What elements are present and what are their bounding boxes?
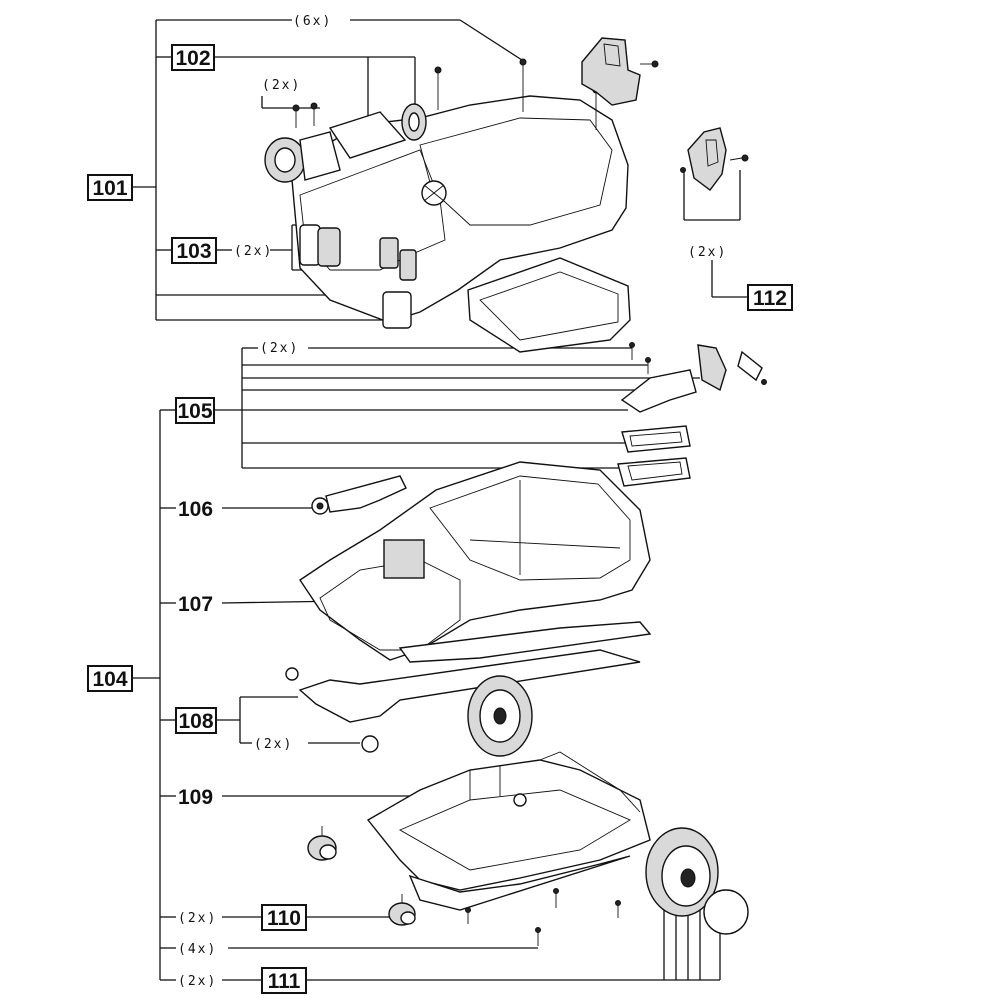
- svg-text:104: 104: [92, 668, 127, 691]
- callout-109: 109: [178, 786, 213, 809]
- callout-111: 111: [261, 967, 307, 994]
- qty-2x-108: (2x): [254, 737, 293, 752]
- svg-text:101: 101: [92, 177, 127, 200]
- callout-102: 102: [171, 44, 215, 71]
- part-109-base: [366, 751, 651, 911]
- callout-101: 101: [87, 174, 133, 201]
- qty-2x-102: (2x): [262, 78, 301, 93]
- callout-104: 104: [87, 665, 133, 692]
- svg-text:102: 102: [175, 47, 210, 70]
- latch-parts-assembly: [617, 342, 767, 487]
- qty-2x-112: (2x): [688, 245, 727, 260]
- callout-107: 107: [178, 593, 213, 616]
- callout-112: 112: [747, 284, 793, 311]
- part-107-chassis: [299, 461, 651, 661]
- bottom-screws: [465, 888, 621, 946]
- part-106-slider: [311, 475, 407, 515]
- callout-106: 106: [178, 498, 213, 521]
- qty-6x-top: (6x): [293, 14, 332, 29]
- svg-text:105: 105: [177, 400, 212, 423]
- caster-parts: [307, 826, 416, 926]
- qty-2x-111: (2x): [178, 974, 217, 989]
- callout-105: 105: [175, 397, 215, 424]
- upper-housing-assembly: [264, 37, 749, 353]
- svg-text:103: 103: [176, 240, 211, 263]
- qty-2x-105: (2x): [260, 341, 299, 356]
- rear-wheel-lower: [645, 827, 749, 935]
- svg-text:112: 112: [753, 287, 787, 310]
- rear-wheel-upper: [467, 675, 533, 757]
- callout-110: 110: [261, 904, 307, 931]
- svg-text:110: 110: [267, 907, 301, 930]
- qty-2x-103: (2x): [234, 244, 273, 259]
- part-108-pedal: [285, 649, 641, 753]
- svg-text:111: 111: [268, 970, 301, 993]
- bumper-strip: [398, 621, 652, 663]
- callout-108: 108: [175, 707, 217, 734]
- svg-text:108: 108: [178, 710, 213, 733]
- callout-103: 103: [171, 237, 217, 264]
- qty-2x-110: (2x): [178, 911, 217, 926]
- qty-4x-screws: (4x): [178, 942, 217, 957]
